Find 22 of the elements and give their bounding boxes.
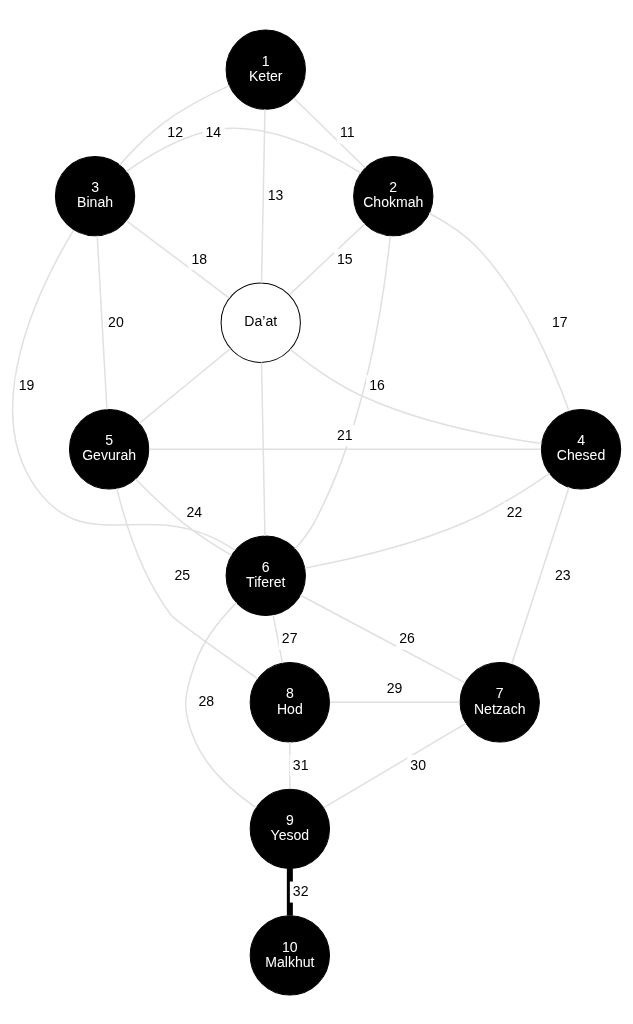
edge-label: 31	[292, 756, 309, 773]
edge-label: 30	[410, 756, 426, 773]
edge-label: 17	[551, 313, 568, 330]
edge-label: 24	[186, 503, 203, 520]
edge-label: 15	[337, 250, 353, 267]
edge-label: 21	[337, 426, 353, 443]
edge-label: 26	[399, 629, 415, 646]
edge-label: 11	[340, 123, 355, 140]
edge-label: 12	[167, 123, 183, 140]
edge-label: 13	[267, 186, 284, 203]
edge-label: 32	[292, 882, 309, 899]
edge-label: 29	[386, 679, 403, 696]
edge-label: 22	[506, 503, 523, 520]
edge-label: 16	[369, 376, 385, 393]
edge-label: 25	[174, 566, 191, 583]
edge-label: 20	[108, 313, 124, 330]
edge-label: 14	[205, 123, 222, 140]
edge-label: 23	[554, 566, 571, 583]
edge-label: 27	[281, 629, 298, 646]
edge-label: 28	[198, 693, 215, 709]
edge-label: 19	[18, 376, 35, 393]
edge-label: 18	[191, 250, 208, 267]
